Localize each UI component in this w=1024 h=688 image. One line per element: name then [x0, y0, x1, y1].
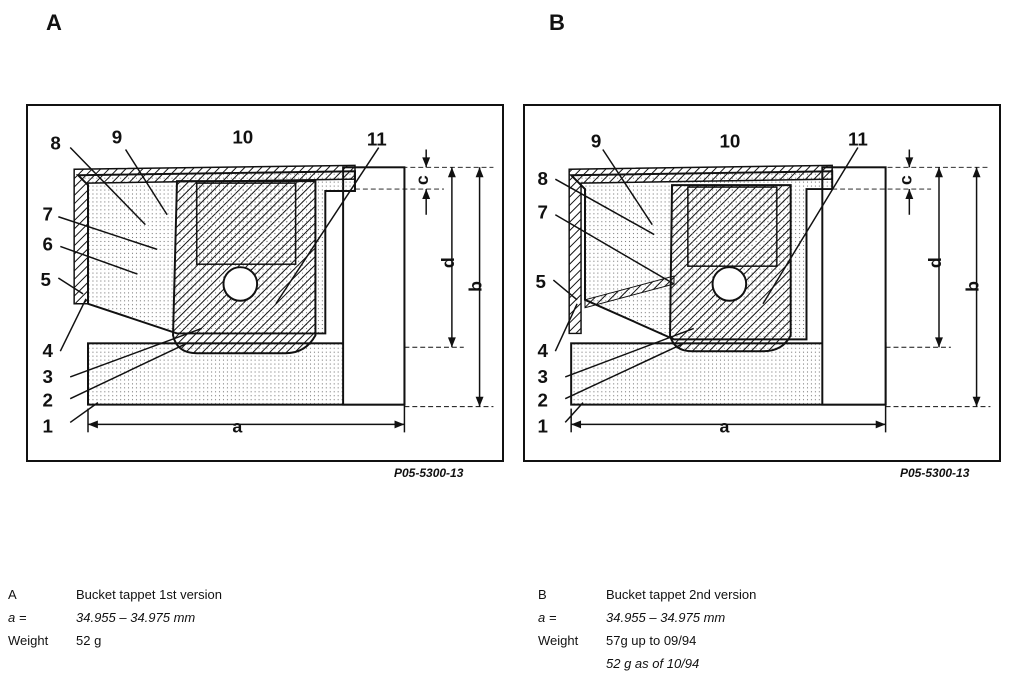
legend-b: B Bucket tappet 2nd version a = 34.955 –…: [538, 583, 756, 675]
legend-b-val-2: 34.955 – 34.975 mm: [606, 610, 726, 625]
legend-a: A Bucket tappet 1st version a = 34.955 –…: [8, 583, 222, 652]
callout-5: 5: [536, 271, 546, 292]
tappet-b-illustration: a b d c 1 2 3: [536, 129, 991, 436]
callout-6: 6: [43, 233, 53, 254]
legend-b-key-3: Weight: [538, 633, 579, 648]
panel-a-figure-code: P05-5300-13: [394, 466, 464, 480]
callout-2: 2: [43, 390, 53, 411]
callout-8: 8: [50, 133, 60, 154]
legend-a-key-3: Weight: [8, 633, 49, 648]
dim-b-label: b: [466, 281, 486, 292]
callout-7: 7: [43, 204, 53, 225]
dim-c-label: c: [895, 175, 915, 185]
legend-b-key-2: a =: [538, 610, 557, 625]
callout-9: 9: [591, 131, 601, 152]
callout-1: 1: [538, 415, 548, 436]
legend-a-key-1: A: [8, 587, 17, 602]
dim-a-label: a: [232, 416, 242, 436]
legend-b-val-1: Bucket tappet 2nd version: [606, 587, 757, 602]
dim-a-label: a: [719, 416, 729, 436]
callout-10: 10: [719, 131, 740, 152]
callout-1: 1: [43, 415, 53, 436]
panel-b-figure-code: P05-5300-13: [900, 466, 970, 480]
callout-7: 7: [538, 202, 548, 223]
legend-b-val-3: 57g up to 09/94: [606, 633, 697, 648]
callout-11: 11: [367, 129, 387, 150]
tappet-a-illustration: a b d c 1: [41, 127, 494, 436]
legend-b-key-1: B: [538, 587, 547, 602]
callout-5: 5: [41, 269, 51, 290]
callout-3: 3: [538, 366, 548, 387]
legend-a-key-2: a =: [8, 610, 27, 625]
panel-b-drawing: a b d c 1 2 3: [523, 104, 1001, 462]
callout-3: 3: [43, 366, 53, 387]
dim-d-label: d: [925, 257, 945, 268]
callout-4: 4: [43, 340, 54, 361]
dim-c-label: c: [412, 175, 432, 185]
callout-8: 8: [538, 168, 548, 189]
callout-10: 10: [232, 127, 253, 148]
legend-a-val-2: 34.955 – 34.975 mm: [76, 610, 196, 625]
callout-2: 2: [538, 390, 548, 411]
dim-b-label: b: [963, 281, 983, 292]
dim-d-label: d: [438, 257, 458, 268]
legend-b-val-4: 52 g as of 10/94: [606, 656, 700, 671]
panel-b-letter: B: [549, 10, 565, 35]
panel-a-letter: A: [46, 10, 62, 35]
callout-9: 9: [112, 127, 122, 148]
legend-a-val-1: Bucket tappet 1st version: [76, 587, 222, 602]
callout-11: 11: [848, 129, 868, 150]
legend-a-val-3: 52 g: [76, 633, 102, 648]
panel-a-drawing: a b d c 1: [26, 104, 504, 462]
callout-4: 4: [538, 340, 549, 361]
